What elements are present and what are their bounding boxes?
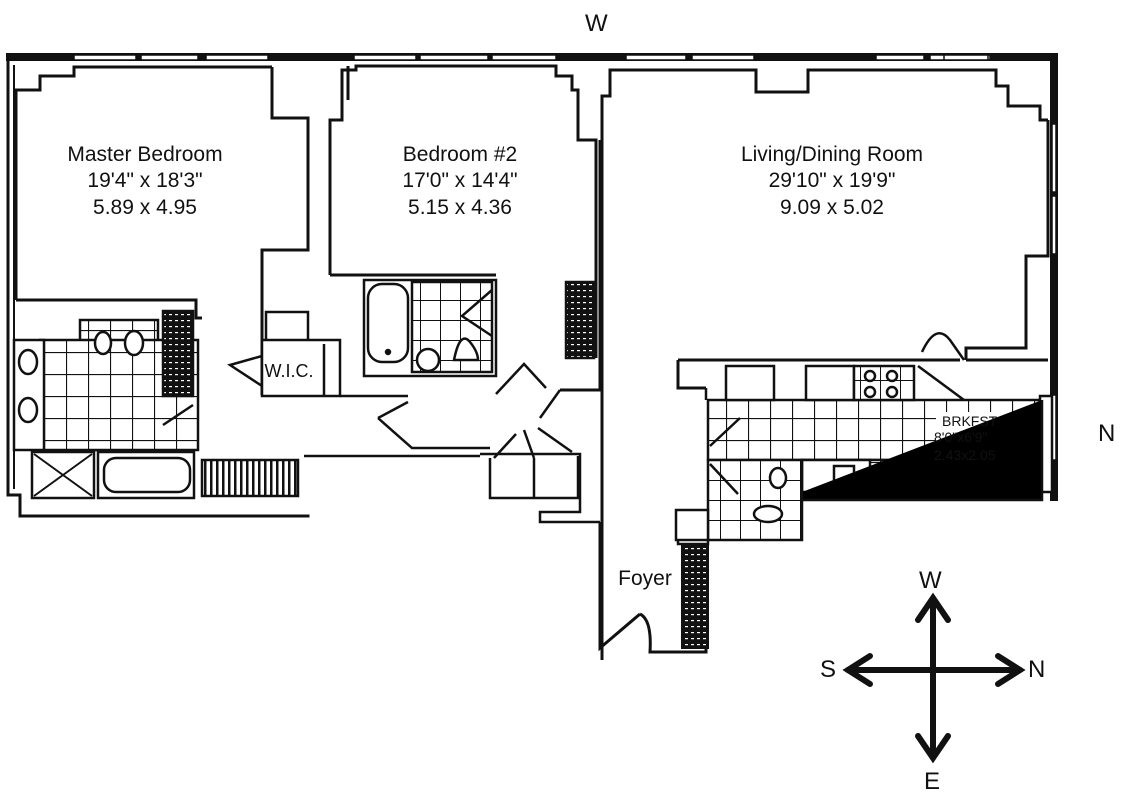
- room-label-living-dining: Living/Dining Room 29'10" x 19'9" 9.09 x…: [712, 142, 952, 221]
- room-dims-imperial: 19'4" x 18'3": [87, 169, 203, 193]
- arrow-up-icon: [915, 592, 951, 623]
- room-dims-metric: 2.43x2.05: [934, 447, 996, 464]
- compass-rose: [842, 592, 1026, 764]
- room-dims-imperial: 17'0" x 14'4": [402, 169, 518, 193]
- room-label-bedroom-2: Bedroom #2 17'0" x 14'4" 5.15 x 4.36: [360, 142, 560, 221]
- room-name: Bedroom #2: [402, 143, 518, 166]
- powder-room: [674, 388, 804, 542]
- room-dims-imperial: 8'0"x6'9": [934, 429, 988, 446]
- compass-label-left: S: [820, 656, 837, 683]
- arrow-down-icon: [915, 733, 951, 764]
- compass-label-down: E: [924, 768, 941, 795]
- arrow-right-icon: [995, 653, 1026, 687]
- walk-in-closet: [227, 310, 342, 398]
- room-name: Living/Dining Room: [740, 143, 924, 166]
- room-label-master-bedroom: Master Bedroom 19'4" x 18'3" 5.89 x 4.95: [30, 142, 260, 221]
- bedroom-2-bathroom: [362, 278, 596, 378]
- room-name: Master Bedroom: [67, 143, 223, 166]
- bedroom-2-walls: [328, 64, 602, 392]
- room-label-breakfast: BRKFST 8'0"x6'9" 2.43x2.05: [934, 413, 1034, 463]
- room-dims-metric: 5.89 x 4.95: [93, 195, 197, 219]
- orientation-right-label: N: [1098, 420, 1116, 447]
- room-label-foyer: Foyer: [618, 567, 672, 590]
- room-dims-metric: 5.15 x 4.36: [408, 195, 512, 219]
- arrow-left-icon: [842, 653, 873, 687]
- orientation-top-label: W: [585, 10, 608, 37]
- room-dims-metric: 9.09 x 5.02: [780, 195, 884, 219]
- compass-label-up: W: [919, 567, 942, 594]
- room-label-wic: W.I.C.: [264, 361, 314, 381]
- hallway-doors: [304, 362, 600, 524]
- room-name: BRKFST: [942, 413, 998, 429]
- room-dims-imperial: 29'10" x 19'9": [768, 169, 896, 193]
- kitchen: [706, 332, 1054, 502]
- master-bathroom: [12, 309, 300, 500]
- compass-label-right: N: [1028, 656, 1046, 683]
- living-dining-walls: [600, 68, 1050, 660]
